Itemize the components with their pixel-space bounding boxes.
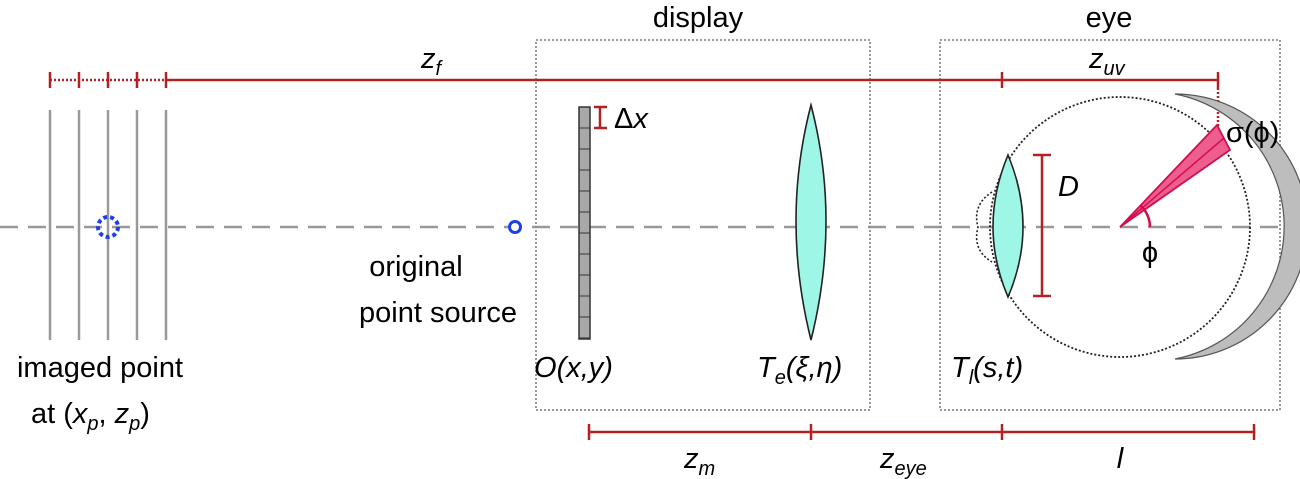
sigma-sector [1119,123,1232,228]
eye-lens-function-label: Tl(s,t) [951,352,1023,389]
eye-lens [992,152,1024,300]
original-point-source-label: original point source [359,251,517,329]
eye-label: eye [1086,2,1133,34]
zf-dimension [48,72,1220,128]
zf-label: zf [420,43,444,80]
phi-label: ϕ [1142,237,1158,269]
zuv-label: zuv [1088,43,1126,80]
bottom-dimension [587,424,1256,440]
imaged-point-marker [96,215,120,239]
display-label: display [653,2,744,34]
eye-illustration [975,93,1300,360]
d-dimension [1033,153,1051,298]
zm-label: zm [683,443,715,479]
delta-x-label: Δx [614,103,649,135]
zeye-label: zeye [879,443,927,479]
eyepiece-lens [795,101,827,341]
display-panel [578,106,591,340]
focus-planes [48,110,168,340]
eye-box [939,39,1281,411]
d-label: D [1058,171,1079,203]
phi-angle-arc [1140,205,1152,228]
l-label: l [1117,443,1125,475]
sigma-phi-label: σ(ϕ) [1226,117,1279,149]
eyepiece-function-label: Te(ξ,η) [757,352,842,389]
original-point-source-marker [508,220,522,234]
imaged-point-label-line1: imaged point [17,352,183,384]
retina [1174,93,1300,360]
display-function-label: O(x,y) [534,352,613,384]
delta-x-bracket [594,105,607,130]
imaged-point-label-line2: at (xp, zp) [31,398,150,435]
